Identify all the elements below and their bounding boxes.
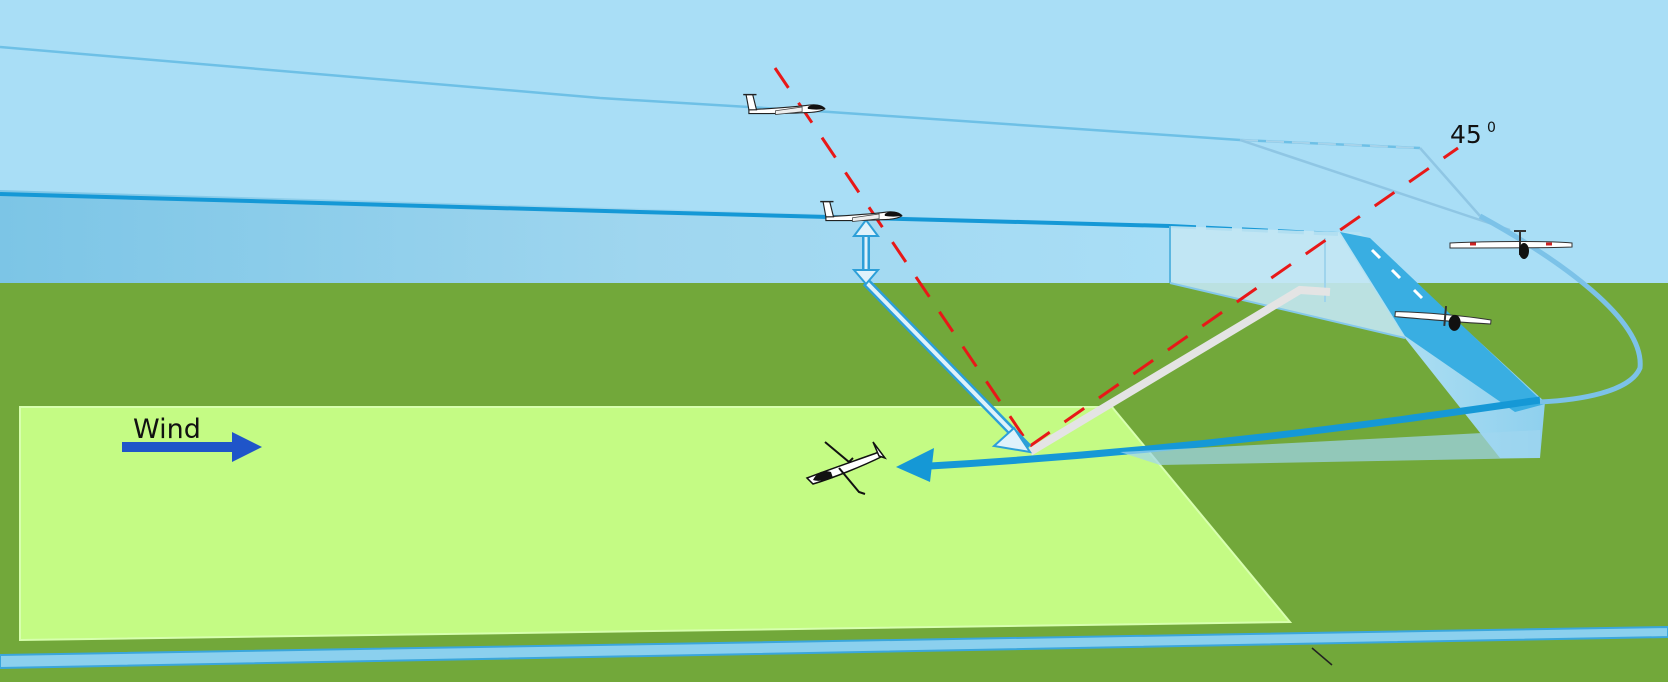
base-leg-ticks xyxy=(1370,248,1424,300)
upper-glide-path-dash xyxy=(1239,139,1421,149)
road-mark xyxy=(1311,647,1333,666)
far-turn-line xyxy=(1239,138,1511,232)
circuit-plane-band xyxy=(0,190,1170,285)
wind-label: Wind xyxy=(133,414,201,445)
landing-field xyxy=(20,407,1290,640)
road xyxy=(0,625,1668,670)
height-arrow-top xyxy=(852,218,880,237)
wind-arrow-icon xyxy=(122,432,262,462)
descent-arrow-inner xyxy=(864,280,1024,444)
ground-track xyxy=(1027,285,1331,456)
final-wall-shadow xyxy=(1120,430,1540,465)
glider-icon xyxy=(805,441,888,495)
circuit-wall-top xyxy=(1170,226,1440,338)
base-leg-ribbon xyxy=(1340,232,1545,412)
final-approach-arrowhead xyxy=(896,448,934,482)
landing-field-edge xyxy=(19,406,1293,642)
circuit-loop xyxy=(1478,213,1643,405)
angle-unit-label: 0 xyxy=(1487,120,1496,136)
downwind-leg xyxy=(0,192,1171,228)
final-approach-path xyxy=(929,396,1541,470)
far-turn-drop xyxy=(1419,147,1481,217)
height-arrow-bottom xyxy=(851,269,881,286)
descent-arrowhead xyxy=(991,426,1033,454)
aiming-line-steep xyxy=(773,67,1032,447)
wall-base-edge xyxy=(1169,282,1406,339)
glider-icon xyxy=(1394,305,1492,331)
glider-icon xyxy=(1449,230,1573,259)
angle-label: 45 xyxy=(1450,120,1482,149)
aiming-line-45 xyxy=(1029,146,1459,448)
